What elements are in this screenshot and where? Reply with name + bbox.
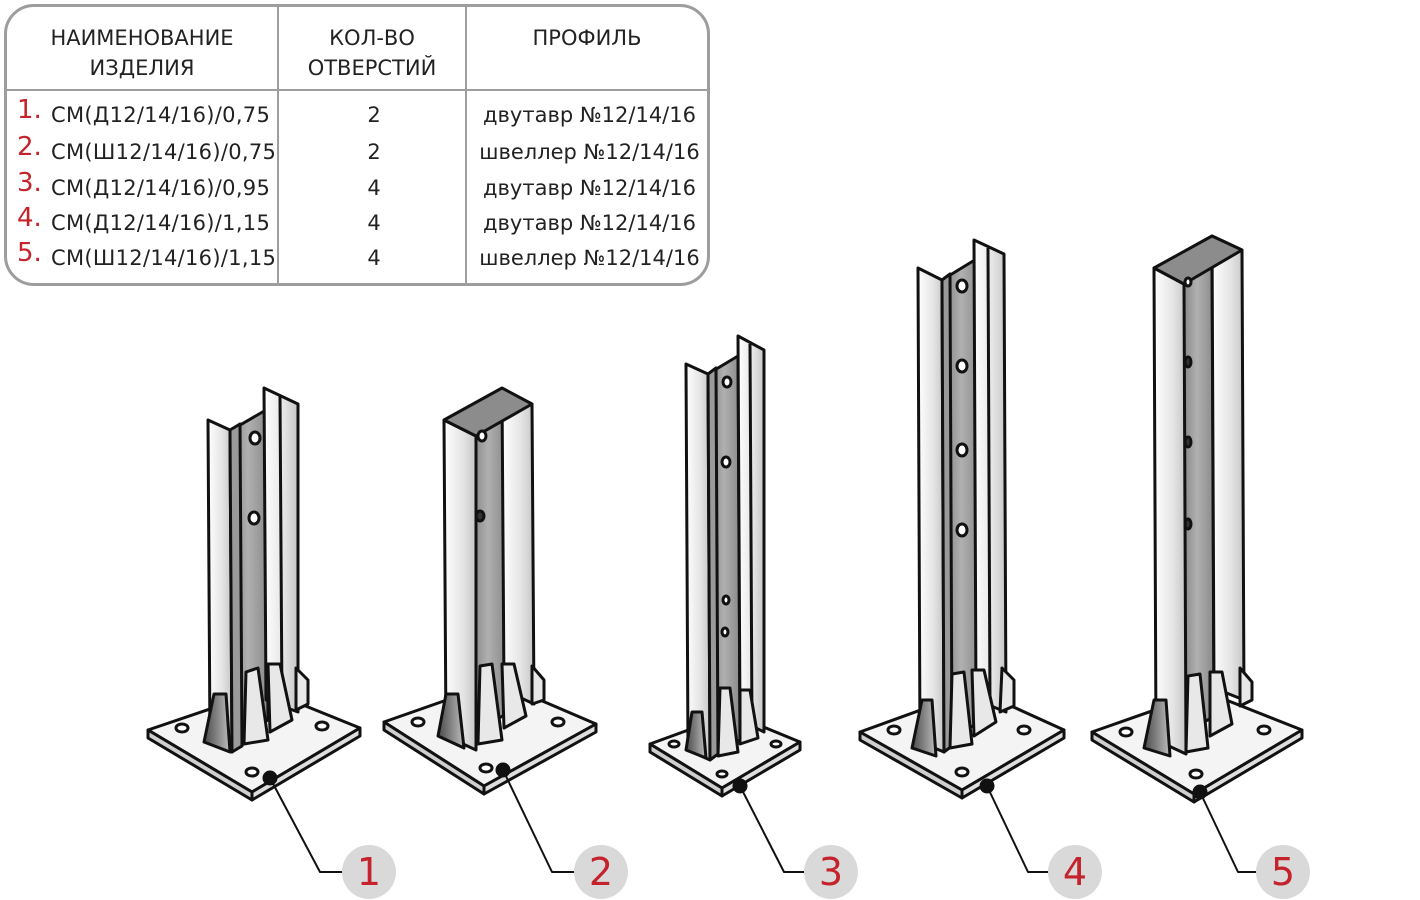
row-number: 5.	[17, 238, 42, 268]
rib-1	[202, 692, 232, 754]
row-number: 4.	[17, 203, 42, 233]
header-name: НАИМЕНОВАНИЕ ИЗДЕЛИЯ	[50, 26, 234, 80]
profile-type: швеллер №12/14/16	[479, 246, 700, 270]
flange-back-5	[1210, 234, 1246, 702]
rib-5	[1142, 698, 1172, 758]
product-name: СМ(Д12/14/16)/0,75	[51, 103, 271, 127]
column-divider	[465, 7, 467, 283]
rib-3	[684, 710, 708, 760]
post-4	[858, 238, 1066, 873]
leader-line-1	[269, 777, 344, 873]
header-holes: КОЛ-ВО ОТВЕРСТИЙ	[307, 26, 437, 80]
table-row: 2. СМ(Ш12/14/16)/0,75 2 швеллер №12/14/1…	[7, 132, 707, 174]
row-number: 1.	[17, 95, 42, 125]
leader-line-2	[502, 769, 576, 873]
spec-table: НАИМЕНОВАНИЕ ИЗДЕЛИЯ КОЛ-ВО ОТВЕРСТИЙ ПР…	[4, 4, 710, 286]
profile-type: двутавр №12/14/16	[483, 176, 696, 200]
flange-front-5	[1152, 266, 1188, 756]
callout-4: 4	[1048, 845, 1102, 899]
row-number: 3.	[17, 168, 42, 198]
hole-count: 2	[367, 103, 381, 127]
product-name: СМ(Ш12/14/16)/1,15	[51, 246, 277, 270]
callout-1: 1	[342, 845, 396, 899]
rib-2	[436, 692, 466, 750]
callout-2: 2	[574, 845, 628, 899]
profile-type: швеллер №12/14/16	[479, 140, 700, 164]
flange-front-4	[916, 266, 946, 754]
profile-type: двутавр №12/14/16	[483, 211, 696, 235]
callout-5: 5	[1256, 845, 1310, 899]
hole-count: 4	[367, 246, 381, 270]
hole-count: 4	[367, 211, 381, 235]
profile-type: двутавр №12/14/16	[483, 103, 696, 127]
post-2	[382, 386, 598, 873]
table-row: 4. СМ(Д12/14/16)/1,15 4 двутавр №12/14/1…	[7, 203, 707, 245]
product-name: СМ(Д12/14/16)/1,15	[51, 211, 271, 235]
row-number: 2.	[17, 132, 42, 162]
rib-4	[910, 698, 938, 758]
table-row: 1. СМ(Д12/14/16)/0,75 2 двутавр №12/14/1…	[7, 95, 707, 137]
leader-line-5	[1199, 791, 1260, 873]
leader-line-3	[739, 785, 806, 873]
header-divider	[7, 89, 707, 91]
leader-line-4	[986, 785, 1050, 873]
hole-count: 2	[367, 140, 381, 164]
post-3	[648, 334, 806, 873]
product-name: СМ(Д12/14/16)/0,95	[51, 176, 271, 200]
table-row: 3. СМ(Д12/14/16)/0,95 4 двутавр №12/14/1…	[7, 168, 707, 210]
flange-back-2	[500, 388, 536, 706]
column-divider	[277, 7, 279, 283]
flange-front-3	[684, 362, 712, 762]
hole-count: 4	[367, 176, 381, 200]
post-5	[1090, 234, 1304, 873]
header-profile: ПРОФИЛЬ	[532, 26, 642, 50]
product-name: СМ(Ш12/14/16)/0,75	[51, 140, 277, 164]
callout-3: 3	[804, 845, 858, 899]
post-1	[146, 386, 362, 873]
table-row: 5. СМ(Ш12/14/16)/1,15 4 швеллер №12/14/1…	[7, 238, 707, 280]
